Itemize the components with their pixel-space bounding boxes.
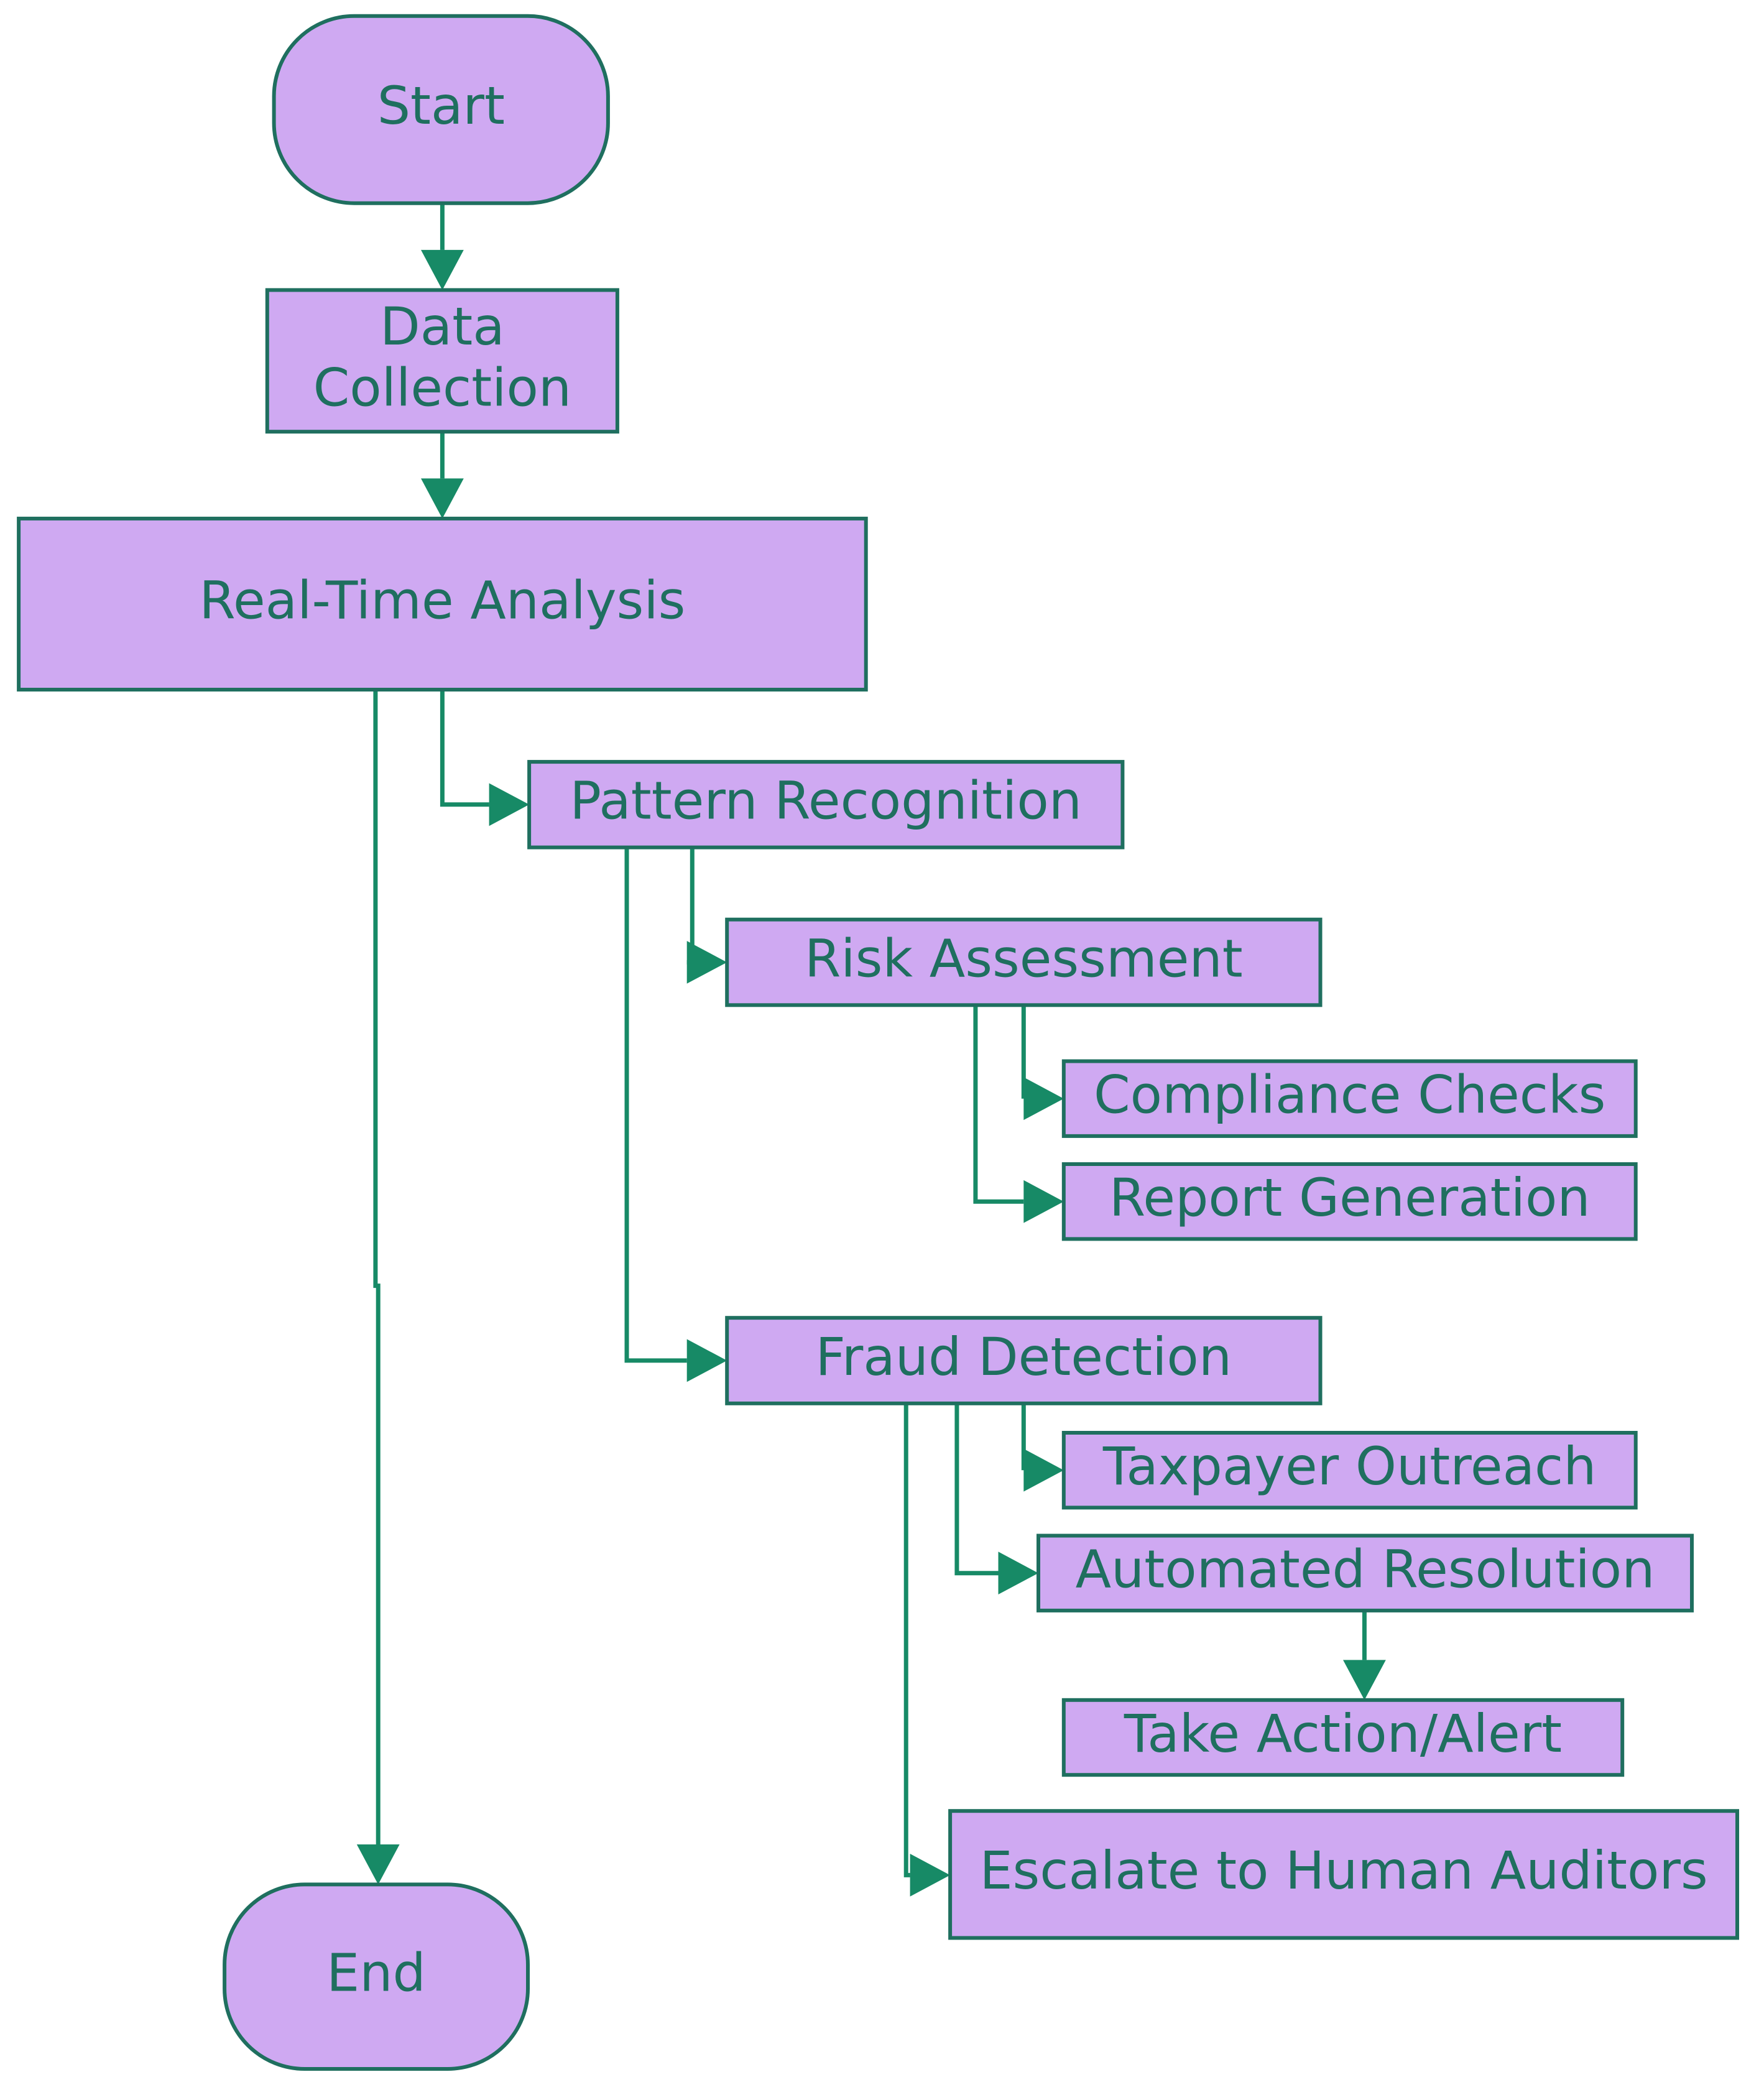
node-label-line: Collection — [313, 358, 572, 419]
edge-fraud-detection-to-taxpayer-outreach — [1021, 1403, 1064, 1492]
node-report-generation: Report Generation — [1061, 1162, 1638, 1241]
process-box — [948, 1809, 1739, 1940]
terminal-shape — [272, 14, 610, 205]
node-label: Real-Time Analysis — [199, 570, 685, 631]
process-box — [1037, 1533, 1694, 1612]
edge-pattern-recognition-to-fraud-detection — [624, 847, 727, 1382]
process-box — [1061, 1698, 1625, 1777]
node-pattern-recognition: Pattern Recognition — [527, 760, 1125, 849]
node-compliance-checks: Compliance Checks — [1061, 1059, 1638, 1138]
edge-automated-resolution-to-take-action-alert — [1343, 1610, 1386, 1700]
node-label: Compliance Checks — [1094, 1065, 1605, 1126]
edges-layer — [356, 203, 1386, 1897]
node-label-line: Data — [380, 296, 505, 357]
node-label: Pattern Recognition — [570, 770, 1082, 831]
edge-pattern-recognition-to-risk-assessment — [686, 847, 727, 984]
process-box — [17, 516, 868, 692]
process-box — [1061, 1431, 1638, 1510]
arrow-head — [1023, 1180, 1064, 1223]
node-real-time-analysis: Real-Time Analysis — [17, 516, 868, 692]
edge-data-collection-to-real-time-analysis — [421, 432, 464, 519]
arrow-head — [356, 1844, 400, 1885]
process-box — [1061, 1059, 1638, 1138]
node-take-action-alert: Take Action/Alert — [1061, 1698, 1625, 1777]
edge-line — [373, 690, 381, 1844]
edge-fraud-detection-to-escalate-to-human-auditors — [903, 1403, 951, 1897]
edge-line — [440, 690, 489, 807]
node-label: Automated Resolution — [1076, 1539, 1655, 1600]
edge-start-to-data-collection — [421, 203, 464, 290]
edge-line — [973, 1005, 1024, 1204]
node-end: End — [223, 1882, 530, 2071]
arrow-head — [421, 249, 464, 290]
arrow-head — [998, 1552, 1038, 1594]
edge-real-time-analysis-to-pattern-recognition — [440, 690, 530, 826]
node-fraud-detection: Fraud Detection — [725, 1316, 1323, 1405]
node-label: End — [326, 1943, 426, 2004]
edge-line — [624, 847, 687, 1363]
process-box — [527, 760, 1125, 849]
node-taxpayer-outreach: Taxpayer Outreach — [1061, 1431, 1638, 1510]
arrow-head — [1343, 1660, 1386, 1700]
process-box — [1061, 1162, 1638, 1241]
arrow-head — [686, 1339, 727, 1382]
edge-line — [903, 1403, 910, 1877]
arrow-head — [489, 783, 530, 826]
arrow-head — [1023, 1077, 1064, 1121]
node-label: Take Action/Alert — [1124, 1703, 1562, 1764]
node-label: Fraud Detection — [816, 1326, 1232, 1387]
arrow-head — [421, 478, 464, 519]
edge-fraud-detection-to-automated-resolution — [954, 1403, 1038, 1594]
node-label: Report Generation — [1109, 1167, 1591, 1228]
arrow-head — [910, 1854, 951, 1897]
edge-real-time-analysis-to-end — [356, 690, 400, 1885]
edge-risk-assessment-to-report-generation — [973, 1005, 1064, 1223]
node-start: Start — [272, 14, 610, 205]
node-label: Escalate to Human Auditors — [979, 1840, 1707, 1901]
arrow-head — [1023, 1448, 1064, 1492]
arrow-head — [686, 941, 727, 984]
node-risk-assessment: Risk Assessment — [725, 917, 1323, 1007]
node-automated-resolution: Automated Resolution — [1037, 1533, 1694, 1612]
node-label: Risk Assessment — [805, 928, 1243, 989]
process-box — [265, 288, 619, 434]
process-box — [725, 917, 1323, 1007]
terminal-shape — [223, 1882, 530, 2071]
node-label: Taxpayer Outreach — [1102, 1436, 1597, 1497]
node-escalate-to-human-auditors: Escalate to Human Auditors — [948, 1809, 1739, 1940]
edge-risk-assessment-to-compliance-checks — [1021, 1005, 1064, 1121]
node-label: Start — [377, 75, 505, 136]
edge-line — [954, 1403, 999, 1576]
process-box — [725, 1316, 1323, 1405]
